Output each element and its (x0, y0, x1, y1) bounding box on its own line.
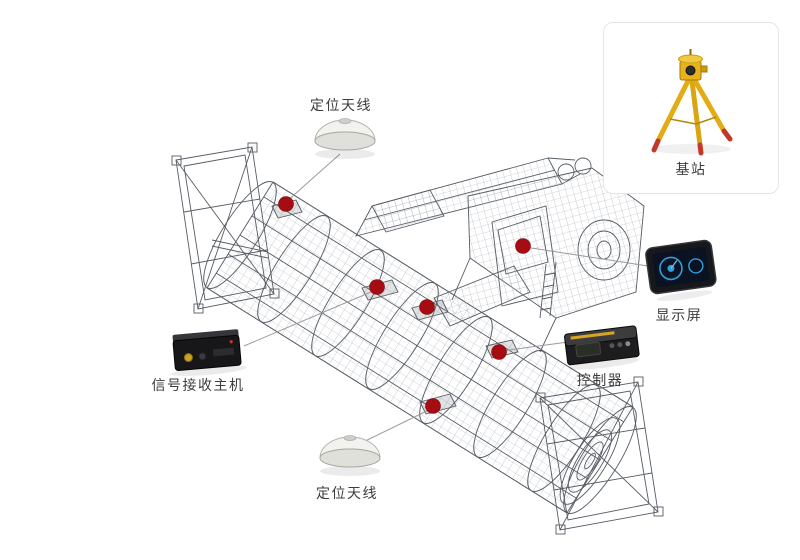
label-display: 显示屏 (655, 307, 703, 323)
gnss-antenna-bottom-illustration (319, 435, 381, 477)
receiver-illustration (170, 329, 247, 377)
gnss-antenna-top-illustration (314, 118, 376, 160)
label-controller: 控制器 (576, 372, 624, 388)
marker-dot (419, 299, 435, 315)
upper-machinery (211, 157, 645, 353)
marker-dot (425, 398, 441, 414)
marker-dot (278, 196, 294, 212)
label-receiver: 信号接收主机 (151, 377, 245, 393)
right-end-frame (535, 376, 664, 535)
marker-dot (491, 344, 507, 360)
machine-wireframe (171, 142, 664, 535)
base-station-tripod-illustration (651, 49, 733, 156)
connector-antenna-top (285, 153, 341, 203)
label-base-station: 基站 (675, 161, 707, 177)
connector-lines (243, 153, 649, 447)
label-antenna-bottom: 定位天线 (316, 485, 378, 501)
label-antenna-top: 定位天线 (310, 97, 372, 113)
connector-receiver (243, 288, 379, 347)
connector-display (524, 246, 649, 267)
marker-dot (515, 238, 531, 254)
left-end-frame (171, 142, 280, 314)
connector-controller (501, 341, 569, 352)
marker-dots (278, 196, 531, 414)
display-illustration (645, 239, 717, 301)
connector-antenna-bottom (354, 407, 434, 447)
tripod-icon (651, 49, 733, 156)
controller-illustration (564, 325, 640, 370)
marker-dot (369, 279, 385, 295)
base-station-panel: 基站 (603, 22, 779, 194)
